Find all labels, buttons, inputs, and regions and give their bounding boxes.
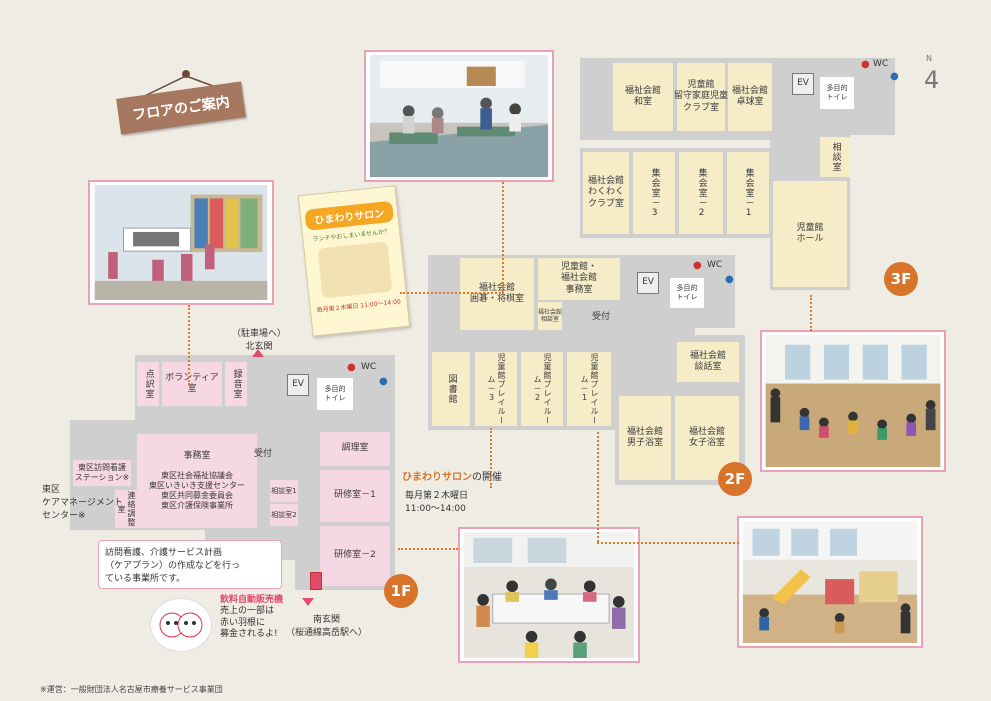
room-3f-washitsu: 福祉会館 和室 — [613, 63, 673, 131]
wc-female-icon-1f: ● — [347, 362, 356, 373]
connector-salon-photo — [502, 182, 504, 292]
wc-female-icon-2f: ● — [693, 260, 702, 271]
jimusho-detail: 東区社会福祉協議会 東区いきいき支援センター 東区共同募金委員会 東区介護保険事… — [149, 470, 245, 510]
salon-room-image — [369, 55, 549, 177]
room-2f-play2: 児童館プレイルーム－2 — [521, 352, 563, 426]
south-entrance-label: 南玄関 （桜通線高岳駅へ） — [286, 615, 368, 638]
south-arrow-icon — [302, 598, 314, 606]
room-2f-men-bath: 福社会館 男子浴室 — [619, 396, 671, 480]
room-1f-volunteer: ボランティア室 — [162, 362, 222, 406]
salon-schedule: 毎月第２木曜日 11:00～14:00 — [405, 491, 469, 514]
room-1f-toilet: 多目的 トイレ — [317, 378, 353, 410]
room-1f-rokuon: 録音室 — [225, 362, 247, 406]
floor-badge-1f: 1F — [384, 574, 418, 608]
salon-poster: ひまわりサロン ランチやおしまいませんか？ 毎月第２木曜日 11:00～14:0… — [297, 185, 411, 337]
room-2f-uketsuke: 受付 — [591, 312, 610, 323]
floor-badge-3f: 3F — [884, 262, 918, 296]
salon-heading: ひまわりサロンの開催 — [402, 468, 502, 483]
wc-male-icon-2f: ● — [725, 274, 734, 285]
children-hall-image — [765, 335, 941, 467]
room-2f-danwa: 福社会館 談話室 — [677, 342, 739, 382]
room-3f-takkyu: 福社会館 卓球室 — [728, 63, 772, 131]
photo-salon-room — [364, 50, 554, 182]
room-1f-tenyaku: 点訳室 — [137, 362, 159, 406]
room-3f-hall: 児童館 ホール — [773, 181, 847, 287]
room-3f-wakuwaku: 福社会館 わくわく クラブ室 — [583, 152, 629, 234]
room-1f-sodan1: 相談室1 — [270, 480, 298, 502]
jimusho-label: 事務室 — [183, 451, 211, 462]
vending-machine-icon — [310, 572, 322, 590]
footnote: ※運営：一般財団法人名古屋市療養サービス事業団 — [40, 685, 223, 694]
room-1f-ev: EV — [287, 374, 309, 396]
wc-male-icon: ● — [890, 71, 899, 82]
room-2f-toilet: 多目的 トイレ — [670, 278, 704, 308]
floor-2f-map: 福社会館 囲碁・将棋室 児童館・ 福社会館 事務室 福社会館 相談室 受付 EV… — [425, 250, 755, 490]
poster-food-icon — [317, 241, 393, 299]
vending-mascot-icon — [150, 598, 212, 652]
room-3f-shukai2: 集会室－2 — [679, 152, 723, 234]
room-3f-shukai3: 集会室－3 — [633, 152, 675, 234]
meeting-room-image — [94, 185, 268, 300]
connector-playroom-h — [597, 542, 739, 544]
room-3f-shukai1: 集会室－1 — [727, 152, 769, 234]
floor-1f-map: 点訳室 ボランティア室 録音室 EV 多目的 トイレ ● WC ● 東区訪問看護… — [65, 350, 410, 590]
room-1f-uketsuke: 受付 — [253, 449, 272, 460]
room-3f-ev: EV — [792, 73, 814, 95]
room-1f-houmon: 東区訪問看護 ステーション※ — [73, 460, 131, 486]
wc-label-3f: WC — [873, 59, 889, 69]
connector-training — [490, 428, 492, 488]
floor-badge-2f: 2F — [718, 462, 752, 496]
training-room-image — [463, 532, 635, 658]
room-1f-chori: 調理室 — [320, 432, 390, 466]
room-3f-toilet: 多目的 トイレ — [820, 77, 854, 109]
floor-3f-map: 福祉会館 和室 児童館 留守家庭児童 クラブ室 福社会館 卓球室 EV 多目的 … — [575, 55, 905, 295]
page-number: 4 — [924, 66, 940, 94]
connector-meeting-room — [188, 305, 190, 385]
room-1f-renraku: 連絡調整室 — [115, 490, 137, 528]
photo-playroom — [737, 516, 923, 648]
salon-suffix: の開催 — [472, 472, 502, 483]
room-2f-tosho: 図書館 — [432, 352, 470, 426]
room-1f-kenshu1: 研修室－1 — [320, 470, 390, 522]
room-2f-igo: 福社会館 囲碁・将棋室 — [460, 258, 534, 330]
photo-meeting-room — [88, 180, 274, 305]
room-1f-sodan2: 相談室2 — [270, 504, 298, 526]
connector-playroom — [597, 432, 599, 542]
sign-nail-icon — [182, 70, 190, 78]
vending-desc: 売上の一部は 赤い羽根に 募金されるよ! — [220, 606, 278, 640]
home-nursing-callout: 訪問看護、介護サービス計画 （ケアプラン）の作成などを行っ ている事業所です。 — [98, 540, 282, 589]
connector-salon-photo-h — [400, 292, 504, 294]
poster-schedule: 毎月第２木曜日 11:00～14:00 — [316, 298, 402, 315]
photo-children-hall — [760, 330, 946, 472]
room-2f-play1: 児童館プレイルーム－1 — [567, 352, 611, 426]
playroom-image — [742, 521, 918, 643]
north-entrance-label: （駐車場へ） 北玄関 — [232, 329, 287, 352]
wc-female-icon: ● — [861, 59, 870, 70]
room-1f-kenshu2: 研修室－2 — [320, 526, 390, 586]
room-3f-rusu-club: 児童館 留守家庭児童 クラブ室 — [674, 63, 728, 131]
connector-training-h — [398, 548, 458, 550]
north-marker-icon: N — [926, 54, 932, 63]
room-2f-play3: 児童館プレイルーム－3 — [475, 352, 517, 426]
care-center-label: 東区 ケアマネージメント センター※ — [42, 485, 123, 521]
wc-label-1f: WC — [361, 362, 377, 372]
wc-label-2f: WC — [707, 260, 723, 270]
room-2f-sodan: 福社会館 相談室 — [538, 302, 562, 330]
salon-name: ひまわりサロン — [402, 472, 472, 483]
vending-title: 飲料自動販売機 — [220, 595, 284, 605]
room-2f-jimu: 児童館・ 福社会館 事務室 — [538, 258, 620, 300]
connector-hall — [810, 295, 812, 331]
wc-male-icon-1f: ● — [379, 376, 388, 387]
room-2f-ev: EV — [637, 272, 659, 294]
north-arrow-icon — [252, 349, 264, 357]
room-3f-sodan: 相談室 — [820, 137, 850, 177]
room-1f-jimusho: 事務室 東区社会福祉協議会 東区いきいき支援センター 東区共同募金委員会 東区介… — [137, 434, 257, 528]
photo-training-room — [458, 527, 640, 663]
